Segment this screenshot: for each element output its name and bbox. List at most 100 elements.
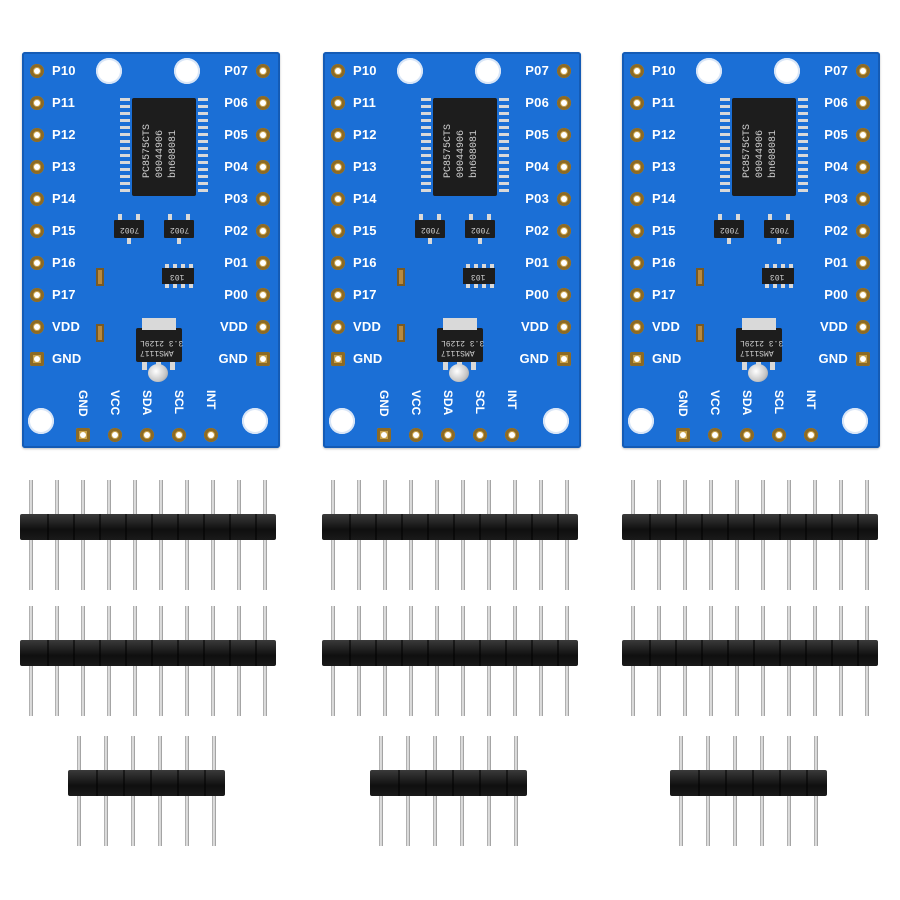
transistor-pin bbox=[186, 214, 190, 220]
pin-label-bottom: SDA bbox=[140, 390, 154, 416]
header-divider bbox=[698, 770, 700, 796]
pin-header bbox=[622, 480, 878, 590]
pad-hole bbox=[712, 432, 718, 438]
header-plastic bbox=[322, 640, 578, 666]
header-divider bbox=[73, 514, 75, 540]
header-divider bbox=[701, 514, 703, 540]
pin-label-left: P10 bbox=[353, 63, 377, 78]
pad-hole bbox=[381, 432, 387, 438]
solder-pad bbox=[856, 128, 870, 142]
chip-body bbox=[732, 98, 796, 196]
solder-pad bbox=[331, 160, 345, 174]
solder-pad bbox=[377, 428, 391, 442]
pad-hole bbox=[260, 228, 266, 234]
header-divider bbox=[725, 770, 727, 796]
transistor-pin bbox=[718, 214, 722, 220]
solder-pad bbox=[676, 428, 690, 442]
pin-label-left: P11 bbox=[652, 95, 676, 110]
pin-label-right: P01 bbox=[224, 255, 248, 270]
pad-hole bbox=[34, 164, 40, 170]
chip-body bbox=[132, 98, 196, 196]
pin-label-left: P16 bbox=[652, 255, 676, 270]
header-divider bbox=[150, 770, 152, 796]
pin-label-left: P13 bbox=[652, 159, 676, 174]
mounting-hole bbox=[774, 58, 800, 84]
solder-pad bbox=[256, 224, 270, 238]
pad-hole bbox=[634, 324, 640, 330]
io-expander-chip: PC8575CTS09044906bn608081NXP bbox=[720, 98, 808, 196]
regulator-leg bbox=[142, 362, 147, 370]
pin-label-right: P03 bbox=[525, 191, 549, 206]
header-divider bbox=[229, 640, 231, 666]
regulator-marking: AMS1117 bbox=[140, 348, 174, 357]
header-divider bbox=[125, 640, 127, 666]
pin-label-bottom: VCC bbox=[108, 390, 122, 416]
header-divider bbox=[805, 514, 807, 540]
pad-hole bbox=[561, 100, 567, 106]
solder-pad bbox=[172, 428, 186, 442]
solder-pad bbox=[804, 428, 818, 442]
chip-marking: PC8575CTS bbox=[742, 123, 753, 178]
resistor-pin bbox=[474, 264, 478, 268]
pad-hole bbox=[260, 196, 266, 202]
solder-pad bbox=[630, 192, 644, 206]
pin-label-right: P01 bbox=[525, 255, 549, 270]
resistor-pin bbox=[789, 284, 793, 288]
header-divider bbox=[255, 640, 257, 666]
pin-label-left: P12 bbox=[353, 127, 377, 142]
solder-pad bbox=[30, 256, 44, 270]
header-divider bbox=[401, 640, 403, 666]
regulator-tab bbox=[142, 318, 176, 330]
pad-hole bbox=[445, 432, 451, 438]
solder-pad bbox=[557, 192, 571, 206]
solder-pad bbox=[557, 352, 571, 366]
regulator-marking: 3.3 2129L bbox=[441, 338, 485, 347]
resistor-pin bbox=[173, 264, 177, 268]
solder-pad bbox=[256, 128, 270, 142]
transistor-pin bbox=[469, 214, 473, 220]
capacitor bbox=[397, 268, 405, 286]
pin-label-left: P17 bbox=[353, 287, 377, 302]
pad-hole bbox=[860, 132, 866, 138]
header-plastic bbox=[68, 770, 225, 796]
io-expander-chip: PC8575CTS09044906bn608081NXP bbox=[421, 98, 509, 196]
mounting-hole bbox=[842, 408, 868, 434]
pad-hole bbox=[477, 432, 483, 438]
resistor-pin bbox=[165, 264, 169, 268]
pad-hole bbox=[34, 356, 40, 362]
transistor-pin bbox=[786, 214, 790, 220]
resistor-array: 103 bbox=[162, 264, 194, 288]
header-divider bbox=[349, 514, 351, 540]
header-divider bbox=[125, 514, 127, 540]
resistor-pin bbox=[466, 284, 470, 288]
pin-label-left: P14 bbox=[652, 191, 676, 206]
resistor-pin bbox=[490, 284, 494, 288]
transistor-pin bbox=[437, 214, 441, 220]
pin-label-left: P15 bbox=[353, 223, 377, 238]
pad-hole bbox=[634, 292, 640, 298]
header-divider bbox=[505, 640, 507, 666]
header-divider bbox=[479, 640, 481, 666]
pad-hole bbox=[260, 260, 266, 266]
transistor-pin bbox=[777, 238, 781, 244]
transistor-marking: 7002 bbox=[421, 225, 441, 234]
pin-label-bottom: GND bbox=[76, 390, 90, 417]
pin-label-right: P07 bbox=[824, 63, 848, 78]
pad-hole bbox=[34, 196, 40, 202]
header-divider bbox=[401, 514, 403, 540]
header-divider bbox=[229, 514, 231, 540]
pad-hole bbox=[561, 68, 567, 74]
pin-label-right: P03 bbox=[224, 191, 248, 206]
pin-label-left: P13 bbox=[52, 159, 76, 174]
pad-hole bbox=[34, 260, 40, 266]
pin-label-left: P17 bbox=[652, 287, 676, 302]
solder-pad bbox=[256, 96, 270, 110]
mounting-hole bbox=[242, 408, 268, 434]
solder-pad bbox=[331, 224, 345, 238]
solder-pad bbox=[30, 320, 44, 334]
solder-pad bbox=[557, 224, 571, 238]
solder-pad bbox=[557, 288, 571, 302]
solder-pad bbox=[30, 352, 44, 366]
pin-label-bottom: INT bbox=[505, 390, 519, 410]
